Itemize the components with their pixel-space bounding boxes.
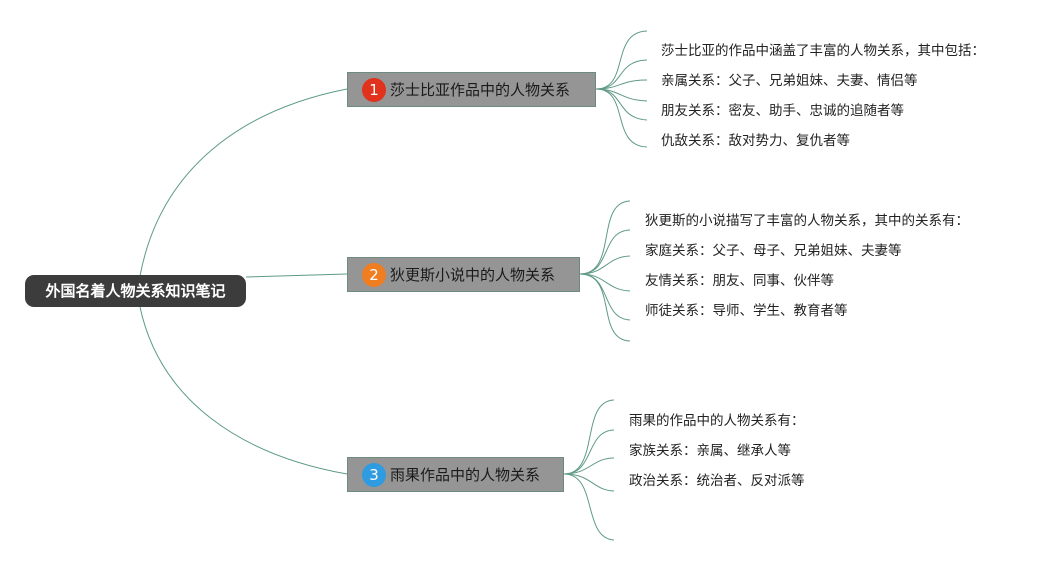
- link-topic-3-leaf-3: [563, 473, 615, 492]
- leaf-hugo-politics[interactable]: 政治关系：统治者、反对派等: [629, 473, 805, 489]
- topic-shakespeare[interactable]: 1 莎士比亚作品中的人物关系: [347, 72, 596, 107]
- root-topic-label: 外国名着人物关系知识笔记: [45, 282, 226, 300]
- leaf-dickens-intro[interactable]: 狄更斯的小说描写了丰富的人物关系，其中的关系有：: [645, 213, 969, 229]
- topic-label: 雨果作品中的人物关系: [390, 466, 541, 484]
- link-topic-1-leaf-3: [595, 88, 648, 102]
- link-topic-3-leaf-2: [563, 457, 615, 475]
- link-topic-3-leaf-0: [563, 399, 615, 475]
- root-topic[interactable]: 外国名着人物关系知识笔记: [25, 275, 246, 307]
- link-topic-2-leaf-4: [579, 273, 631, 321]
- topic-label: 狄更斯小说中的人物关系: [390, 266, 556, 284]
- leaf-shakespeare-intro[interactable]: 莎士比亚的作品中涵盖了丰富的人物关系，其中包括：: [661, 43, 985, 59]
- link-topic-1-leaf-1: [595, 59, 648, 90]
- number-badge-3: 3: [362, 462, 386, 487]
- link-topic-3-leaf-1: [563, 429, 615, 475]
- link-root-topic-1: [139, 88, 348, 277]
- link-topic-2-leaf-5: [579, 273, 631, 342]
- leaf-dickens-family[interactable]: 家庭关系：父子、母子、兄弟姐妹、夫妻等: [645, 243, 902, 259]
- link-topic-3-leaf-4: [563, 473, 615, 541]
- link-topic-2-leaf-3: [579, 273, 631, 292]
- link-root-topic-2: [245, 273, 348, 278]
- topic-hugo[interactable]: 3 雨果作品中的人物关系: [347, 457, 564, 492]
- topic-dickens[interactable]: 2 狄更斯小说中的人物关系: [347, 257, 580, 292]
- leaf-hugo-family[interactable]: 家族关系：亲属、继承人等: [629, 443, 791, 459]
- link-topic-2-leaf-0: [579, 200, 631, 275]
- leaf-shakespeare-friendship[interactable]: 朋友关系：密友、助手、忠诚的追随者等: [661, 103, 904, 119]
- leaf-dickens-friendship[interactable]: 友情关系：朋友、同事、伙伴等: [645, 273, 834, 289]
- number-badge-2: 2: [362, 262, 386, 287]
- number-badge-1: 1: [362, 77, 386, 102]
- link-topic-1-leaf-0: [595, 30, 648, 90]
- link-topic-1-leaf-5: [595, 88, 648, 148]
- topic-label: 莎士比亚作品中的人物关系: [390, 81, 571, 99]
- leaf-shakespeare-kinship[interactable]: 亲属关系：父子、兄弟姐妹、夫妻、情侣等: [661, 73, 918, 89]
- link-topic-2-leaf-1: [579, 229, 631, 275]
- leaf-shakespeare-enemies[interactable]: 仇敌关系：敌对势力、复仇者等: [661, 133, 850, 149]
- leaf-hugo-intro[interactable]: 雨果的作品中的人物关系有：: [629, 413, 805, 429]
- link-topic-1-leaf-4: [595, 88, 648, 121]
- link-root-topic-3: [139, 306, 348, 475]
- leaf-dickens-mentorship[interactable]: 师徒关系：导师、学生、教育者等: [645, 303, 848, 319]
- link-topic-2-leaf-2: [579, 255, 631, 275]
